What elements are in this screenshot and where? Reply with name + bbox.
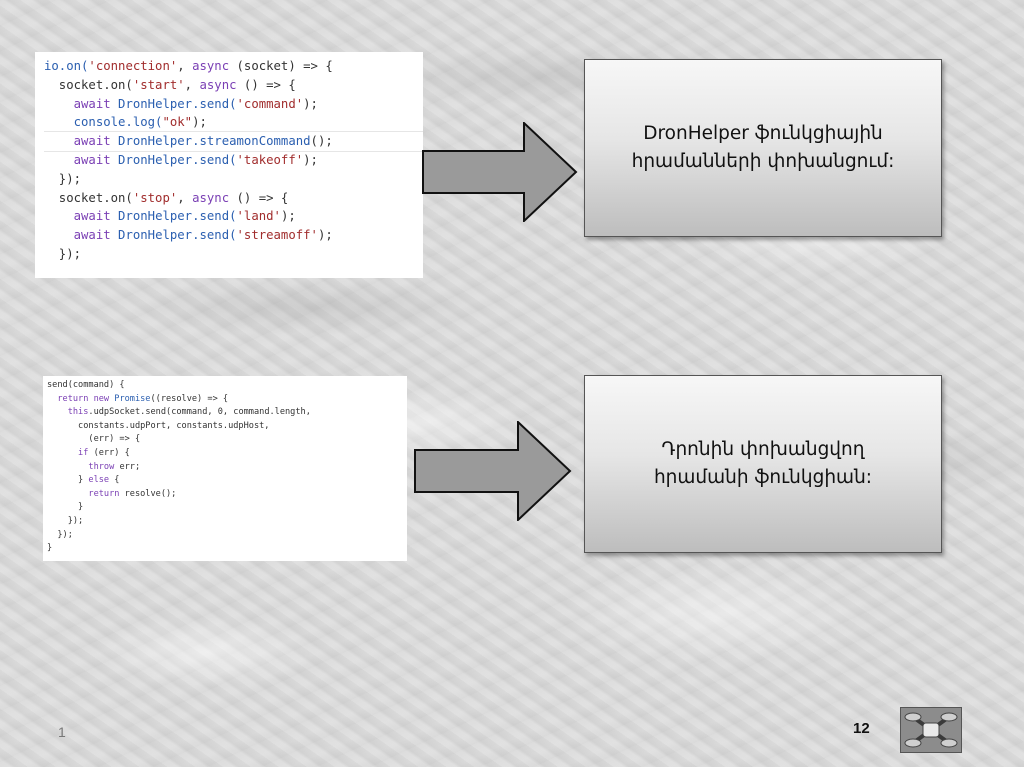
code-token: "ok" — [162, 115, 192, 129]
code-token: constants.udpPort, constants.udpHost, — [47, 421, 269, 431]
code-token: console.log( — [44, 115, 162, 129]
code-token: ); — [192, 115, 207, 129]
code-token: 'stop' — [133, 191, 177, 205]
code-token: else — [88, 475, 109, 485]
code-line: await DronHelper.send('takeoff'); — [44, 151, 423, 170]
code-token: 'streamoff' — [237, 228, 318, 242]
code-token: ); — [281, 209, 296, 223]
code-token: await — [44, 153, 118, 167]
code-line: this.udpSocket.send(command, 0, command.… — [47, 406, 407, 420]
code-line: } else { — [47, 474, 407, 488]
code-line: io.on('connection', async (socket) => { — [44, 57, 423, 76]
code-token: return — [47, 489, 119, 499]
code-token: (socket) => { — [229, 59, 333, 73]
code-token: await — [44, 228, 118, 242]
code-token: await — [44, 134, 118, 148]
description-box-send-function: Դրոնին փոխանցվող հրամանի ֆունկցիան: — [584, 375, 942, 553]
code-token: }); — [47, 530, 73, 540]
drone-icon — [900, 707, 962, 753]
code-line: return new Promise((resolve) => { — [47, 393, 407, 407]
code-snippet-socket-events: io.on('connection', async (socket) => { … — [35, 52, 423, 278]
code-line: throw err; — [47, 461, 407, 475]
code-line: } — [47, 501, 407, 515]
description-box-commands: DronHelper ֆունկցիային հրամանների փոխանց… — [584, 59, 942, 237]
code-token: , — [177, 59, 192, 73]
code-token: { — [109, 475, 119, 485]
code-token: 'start' — [133, 78, 185, 92]
code-token: throw — [47, 462, 114, 472]
code-token: 'command' — [237, 97, 304, 111]
code-token: this — [47, 407, 88, 417]
description-line: Դրոնին փոխանցվող — [654, 436, 872, 464]
code-line: (err) => { — [47, 433, 407, 447]
code-line: socket.on('start', async () => { — [44, 76, 423, 95]
code-token: }); — [44, 247, 81, 261]
code-token: (err) => { — [47, 434, 140, 444]
code-line: await DronHelper.send('streamoff'); — [44, 226, 423, 245]
code-token: ((resolve) => { — [150, 394, 228, 404]
code-token: if — [47, 448, 88, 458]
code-line: constants.udpPort, constants.udpHost, — [47, 420, 407, 434]
code-token: () => { — [237, 78, 296, 92]
code-token: ); — [303, 97, 318, 111]
code-token: DronHelper.streamonCommand — [118, 134, 311, 148]
code-token: socket.on( — [44, 78, 133, 92]
code-line: socket.on('stop', async () => { — [44, 189, 423, 208]
code-line: }); — [47, 529, 407, 543]
code-token: 'takeoff' — [237, 153, 304, 167]
code-token: } — [47, 502, 83, 512]
code-token: , — [185, 78, 200, 92]
code-line: } — [47, 542, 407, 556]
code-token: async — [192, 59, 229, 73]
code-token: send(command) { — [47, 380, 125, 390]
code-token: () => { — [229, 191, 288, 205]
code-token: .udpSocket.send(command, 0, command.leng… — [88, 407, 310, 417]
code-line: if (err) { — [47, 447, 407, 461]
code-token: } — [47, 543, 52, 553]
code-line: return resolve(); — [47, 488, 407, 502]
code-line: }); — [44, 170, 423, 189]
code-token: }); — [44, 172, 81, 186]
code-token: DronHelper.send( — [118, 209, 236, 223]
code-token: await — [44, 97, 118, 111]
code-token: async — [199, 78, 236, 92]
code-token: io.on( — [44, 59, 88, 73]
code-line: console.log("ok"); — [44, 113, 423, 132]
code-token: DronHelper.send( — [118, 97, 236, 111]
right-arrow-icon — [422, 122, 578, 222]
code-token: err; — [114, 462, 140, 472]
page-number: 12 — [853, 720, 870, 737]
code-line: send(command) { — [47, 379, 407, 393]
right-arrow-icon — [414, 421, 572, 521]
code-token: DronHelper.send( — [118, 228, 236, 242]
code-line: await DronHelper.send('command'); — [44, 95, 423, 114]
description-line: DronHelper ֆունկցիային — [632, 120, 895, 148]
code-token: socket.on( — [44, 191, 133, 205]
code-token: async — [192, 191, 229, 205]
code-token: resolve(); — [119, 489, 176, 499]
code-line: }); — [47, 515, 407, 529]
code-token: (err) { — [88, 448, 129, 458]
description-line: հրամանների փոխանցում: — [632, 148, 895, 176]
code-token: Promise — [114, 394, 150, 404]
code-line: }); — [44, 245, 423, 264]
code-snippet-send-function: send(command) { return new Promise((reso… — [43, 376, 407, 561]
code-line: await DronHelper.streamonCommand(); — [44, 131, 423, 152]
code-token: DronHelper.send( — [118, 153, 236, 167]
code-token: 'connection' — [88, 59, 177, 73]
code-token: }); — [47, 516, 83, 526]
code-token: return new — [47, 394, 114, 404]
code-token: (); — [311, 134, 333, 148]
code-line: await DronHelper.send('land'); — [44, 207, 423, 226]
code-token: 'land' — [237, 209, 281, 223]
code-token: ); — [318, 228, 333, 242]
description-line: հրամանի ֆունկցիան: — [654, 464, 872, 492]
code-token: , — [177, 191, 192, 205]
code-token: await — [44, 209, 118, 223]
slide-index: 1 — [58, 724, 66, 740]
code-token: ); — [303, 153, 318, 167]
code-token: } — [47, 475, 88, 485]
